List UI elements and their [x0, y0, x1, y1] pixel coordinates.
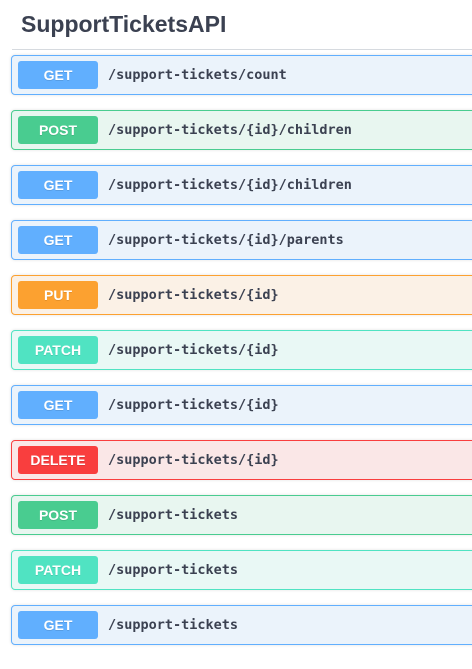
method-badge: GET	[18, 391, 98, 419]
operation-path: /support-tickets	[108, 507, 239, 523]
operation-path: /support-tickets	[108, 562, 239, 578]
operation-put-by-id[interactable]: PUT /support-tickets/{id}	[11, 275, 472, 315]
method-badge: GET	[18, 611, 98, 639]
method-badge: POST	[18, 116, 98, 144]
method-badge: PATCH	[18, 336, 98, 364]
method-badge: PUT	[18, 281, 98, 309]
operation-get-parents[interactable]: GET /support-tickets/{id}/parents	[11, 220, 472, 260]
operation-get-children[interactable]: GET /support-tickets/{id}/children	[11, 165, 472, 205]
operation-get-by-id[interactable]: GET /support-tickets/{id}	[11, 385, 472, 425]
method-badge: GET	[18, 171, 98, 199]
operation-path: /support-tickets/count	[108, 67, 287, 83]
operation-post-children[interactable]: POST /support-tickets/{id}/children	[11, 110, 472, 150]
operations-list: GET /support-tickets/count POST /support…	[11, 55, 472, 660]
operation-get-collection[interactable]: GET /support-tickets	[11, 605, 472, 645]
operation-path: /support-tickets/{id}/parents	[108, 232, 344, 248]
operation-patch-collection[interactable]: PATCH /support-tickets	[11, 550, 472, 590]
api-section-header[interactable]: SupportTicketsAPI	[12, 0, 472, 50]
operation-delete-by-id[interactable]: DELETE /support-tickets/{id}	[11, 440, 472, 480]
operation-path: /support-tickets/{id}	[108, 397, 279, 413]
method-badge: GET	[18, 61, 98, 89]
operation-path: /support-tickets/{id}/children	[108, 122, 352, 138]
operation-path: /support-tickets	[108, 617, 239, 633]
method-badge: GET	[18, 226, 98, 254]
method-badge: PATCH	[18, 556, 98, 584]
section-title: SupportTicketsAPI	[21, 11, 227, 37]
operation-path: /support-tickets/{id}	[108, 342, 279, 358]
operation-get-count[interactable]: GET /support-tickets/count	[11, 55, 472, 95]
operation-patch-by-id[interactable]: PATCH /support-tickets/{id}	[11, 330, 472, 370]
method-badge: POST	[18, 501, 98, 529]
operation-path: /support-tickets/{id}/children	[108, 177, 352, 193]
method-badge: DELETE	[18, 446, 98, 474]
operation-path: /support-tickets/{id}	[108, 287, 279, 303]
operation-path: /support-tickets/{id}	[108, 452, 279, 468]
operation-post-collection[interactable]: POST /support-tickets	[11, 495, 472, 535]
